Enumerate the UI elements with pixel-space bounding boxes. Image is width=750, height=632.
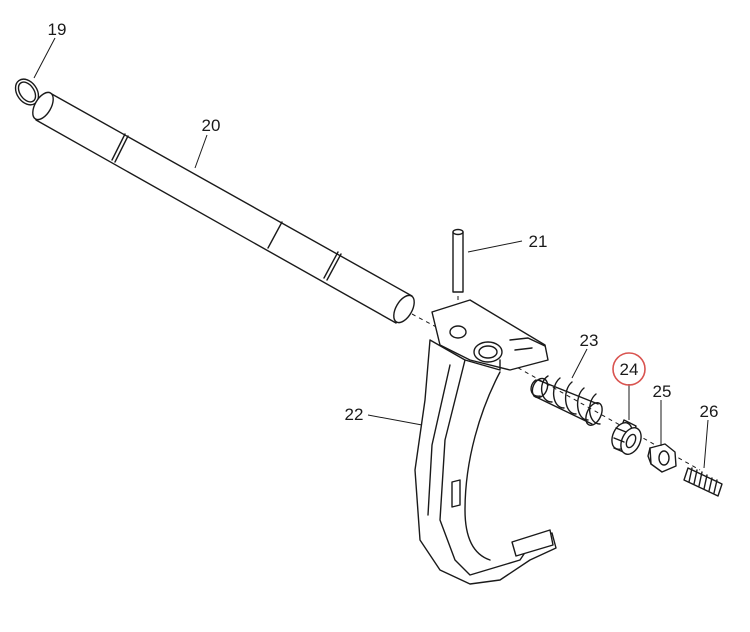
part-25-nut [647,443,677,473]
callout-23: 23 [580,331,599,350]
callout-24-highlight-ring [612,352,646,386]
callout-22: 22 [345,405,364,424]
part-24-spacer [611,419,642,455]
part-26-set-screw [683,467,723,497]
part-22-shift-fork [414,299,557,585]
callout-19: 19 [48,20,67,39]
leader-lines [33,37,709,469]
callout-24: 24 [620,360,639,379]
callout-21: 21 [529,232,548,251]
callout-26: 26 [700,402,719,421]
part-20-shift-rod [32,91,415,324]
callout-25: 25 [653,382,672,401]
part-23-spring [530,375,603,426]
part-21-pin [452,228,464,322]
callout-20: 20 [202,116,221,135]
